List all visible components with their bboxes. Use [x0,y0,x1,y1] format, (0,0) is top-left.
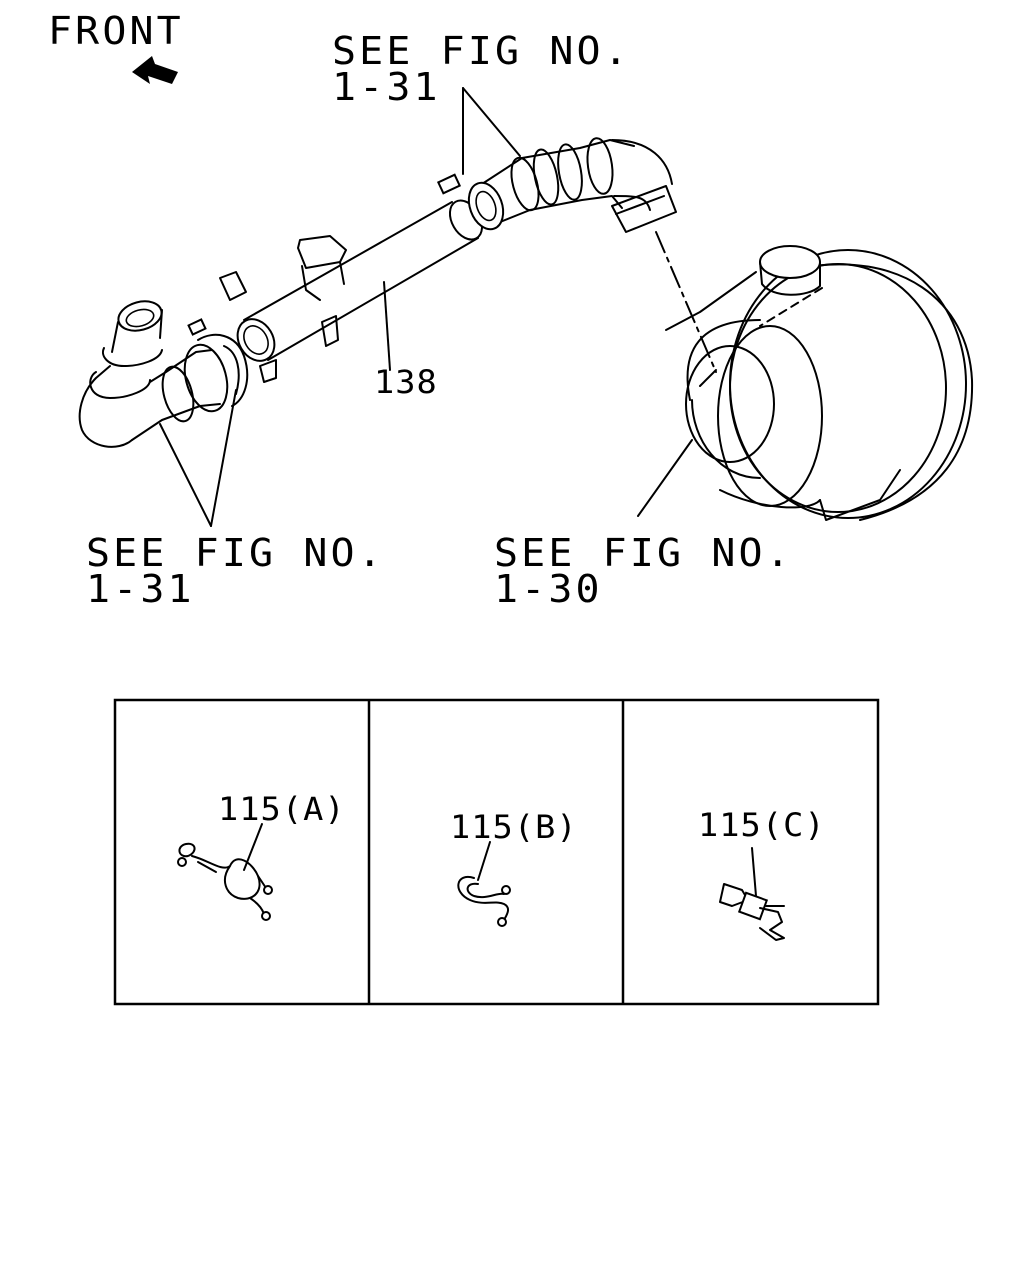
air-cleaner [665,245,974,521]
upper-hose [467,137,677,233]
clamp-table [113,698,880,1006]
clamp-b-label: 115(B) [450,808,578,846]
clamp-a-icon [177,823,273,921]
clamp-c-label: 115(C) [698,806,826,844]
callout-upper-line2: 1-31 [332,65,441,109]
clamp-a-label: 115(A) [218,790,346,828]
front-label: FRONT [48,9,184,53]
front-arrow-icon [132,56,178,84]
leader-lines [159,87,717,527]
callout-left-line2: 1-31 [86,567,195,611]
clamp-c-icon [719,847,785,941]
clamp-b-icon [457,841,511,927]
callout-right-line1: SEE FIG NO. [494,531,793,575]
callout-left-line1: SEE FIG NO. [86,531,385,575]
left-elbow-pipe [78,300,249,448]
callout-right-line2: 1-30 [494,567,603,611]
intake-pipe-138 [187,173,484,383]
part-number-138: 138 [374,363,438,401]
callout-upper-line1: SEE FIG NO. [332,29,631,73]
